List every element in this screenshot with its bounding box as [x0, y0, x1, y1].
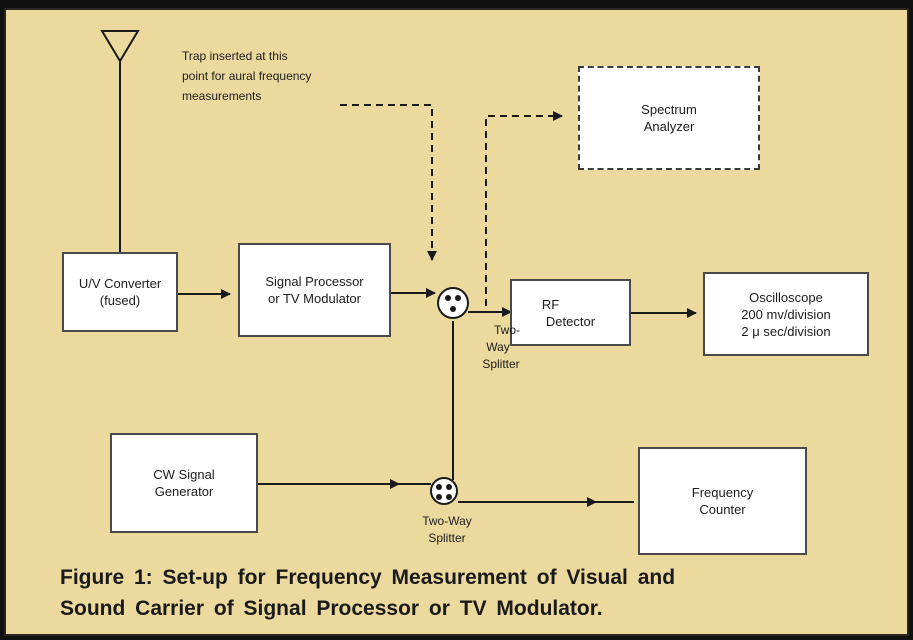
rf-detector-block: RF Detector — [510, 279, 631, 346]
upper-splitter-label-line3: Splitter — [482, 357, 520, 371]
frequency-counter-line2: Counter — [699, 502, 746, 517]
lower-splitter-label: Two-Way Splitter — [402, 513, 492, 547]
spectrum-analyzer-block: Spectrum Analyzer — [578, 66, 760, 170]
oscilloscope-line3: 2 μ sec/division — [741, 323, 831, 339]
uv-converter-line1: U/V Converter — [78, 276, 162, 291]
lower-splitter-label-line1: Two-Way — [422, 514, 472, 528]
oscilloscope-line1: Oscilloscope — [749, 289, 823, 305]
frequency-counter-block: Frequency Counter — [638, 447, 807, 555]
uv-converter-line2: (fused) — [99, 293, 141, 308]
figure-caption: Figure 1: Set-up for Frequency Measureme… — [60, 562, 890, 624]
cw-generator-line2: Generator — [154, 484, 214, 499]
cw-generator-line1: CW Signal — [153, 467, 215, 482]
upper-splitter-label: Two- Way Splitter — [454, 322, 534, 373]
cw-generator-block: CW Signal Generator — [110, 433, 258, 533]
upper-splitter-label-line1: Two- — [493, 323, 520, 337]
rf-detector-line2: Detector — [545, 313, 596, 329]
uv-converter-block: U/V Converter (fused) — [62, 252, 178, 332]
signal-processor-line1: Signal Processor — [265, 274, 364, 289]
rf-detector-line1: RF — [541, 296, 560, 312]
spectrum-analyzer-line1: Spectrum — [641, 102, 697, 117]
lower-splitter-label-line2: Splitter — [428, 531, 466, 545]
signal-processor-line2: or TV Modulator — [268, 291, 361, 306]
caption-line1: Figure 1: Set-up for Frequency Measureme… — [60, 566, 676, 589]
upper-splitter-icon — [437, 287, 469, 319]
trap-note-line3: measurements — [182, 89, 262, 103]
signal-processor-block: Signal Processor or TV Modulator — [238, 243, 391, 337]
trap-note: Trap inserted at this point for aural fr… — [182, 46, 352, 106]
spectrum-analyzer-line2: Analyzer — [643, 119, 695, 134]
wire-trap-dashed — [340, 104, 437, 261]
trap-note-line1: Trap inserted at this — [182, 49, 288, 63]
diagram-panel: Trap inserted at this point for aural fr… — [4, 8, 909, 636]
antenna-icon — [100, 30, 140, 252]
oscilloscope-block: Oscilloscope 200 mv/division 2 μ sec/div… — [703, 272, 869, 356]
upper-splitter-label-line2: Way — [486, 340, 510, 354]
caption-line2: Sound Carrier of Signal Processor or TV … — [60, 597, 603, 620]
wire-spectrum-dashed — [485, 111, 563, 306]
lower-splitter-icon — [430, 477, 458, 505]
trap-note-line2: point for aural frequency — [182, 69, 312, 83]
oscilloscope-line2: 200 mv/division — [741, 306, 831, 322]
connection-wires — [100, 30, 697, 507]
frequency-counter-line1: Frequency — [691, 485, 754, 500]
